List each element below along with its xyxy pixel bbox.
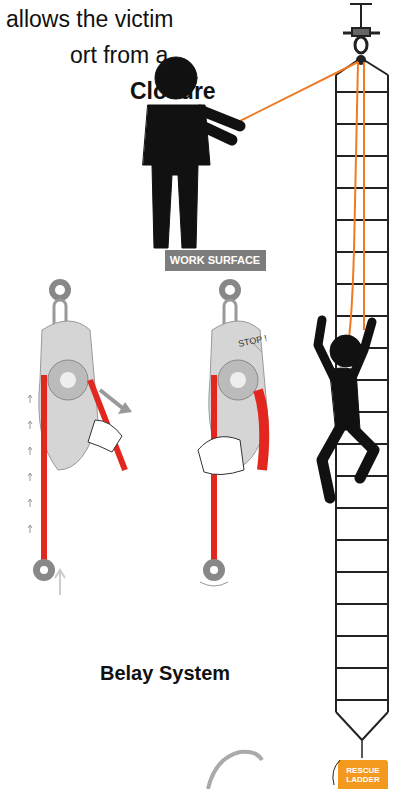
intro-text: ort from a	[70, 42, 168, 69]
ladder-bag	[333, 760, 388, 789]
section-caption: Belay System	[100, 662, 230, 685]
ladder-bag-label: RESCUE LADDER	[340, 763, 386, 789]
node-text: WORK SURFACE	[170, 254, 260, 266]
belay-device-right	[198, 279, 268, 586]
anchor	[343, 4, 380, 64]
victim-figure	[318, 320, 374, 498]
belay-device-left	[28, 279, 132, 595]
ring	[208, 752, 262, 789]
node-text: RESCUE LADDER	[343, 767, 383, 785]
intro-text: Closure	[130, 78, 216, 105]
orange-rope	[232, 62, 364, 345]
work-surface-band: WORK SURFACE	[165, 250, 266, 271]
intro-text: allows the victim	[6, 6, 173, 33]
